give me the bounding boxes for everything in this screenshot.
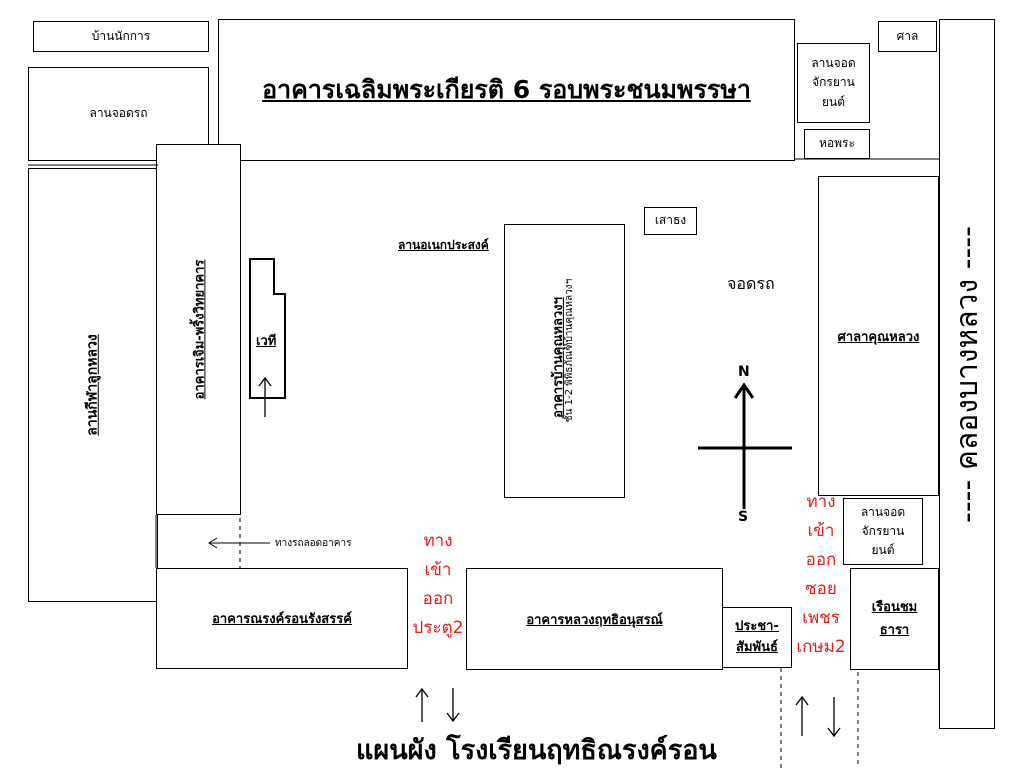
- sala-khun-luang-label: ศาลาคุณหลวง: [837, 329, 920, 345]
- ruen-chom-thara-label: เรือนชม ธารา: [871, 599, 918, 638]
- ban-nak-kan-label: บ้านนักการ: [91, 28, 151, 43]
- museum-note: ชั้น 1-2 พิพิธภัณฑ์บ้านคุณหลวงฯ: [564, 278, 576, 422]
- stage-label: เวที: [256, 334, 277, 349]
- hor-phra-label: หอพระ: [819, 136, 855, 151]
- ruen-chom-thara: เรือนชม ธารา: [850, 568, 939, 670]
- motorcycle-parking-bottom-label: ลานจอด จักรยาน ยนต์: [860, 504, 906, 558]
- flagpole: เสาธง: [644, 207, 697, 235]
- map-title: แผนผัง โรงเรียนฤทธิณรงค์รอน: [356, 735, 717, 766]
- parking-lot-left-label: ลานจอดรถ: [89, 106, 148, 121]
- main-building-label: อาคารเฉลิมพระเกียรติ 6 รอบพระชนมพรรษา: [262, 75, 751, 104]
- motorcycle-parking-top: ลานจอด จักรยาน ยนต์: [797, 43, 870, 123]
- multipurpose-label: ลานอเนกประสงค์: [398, 238, 489, 252]
- gate2-arrows-icon: [415, 687, 460, 723]
- shrine-label: ศาล: [896, 28, 919, 43]
- compass-north: N: [738, 364, 750, 380]
- parking-label: จอดรถ: [727, 274, 775, 293]
- compass-icon: [698, 382, 792, 509]
- pr-office: ประชา- สัมพันธ์: [722, 607, 792, 668]
- sports-field: ลานกีฬาลูกหลวง: [28, 168, 158, 602]
- motorcycle-parking-bottom: ลานจอด จักรยาน ยนต์: [843, 498, 923, 565]
- sala-khun-luang: ศาลาคุณหลวง: [818, 176, 939, 496]
- luang-rit-building-label: อาคารหลวงฤทธิอนุสรณ์: [526, 612, 663, 628]
- flagpole-label: เสาธง: [654, 213, 687, 228]
- luang-rit-building: อาคารหลวงฤทธิอนุสรณ์: [466, 568, 723, 670]
- pr-office-label: ประชา- สัมพันธ์: [735, 618, 779, 655]
- ban-nak-kan: บ้านนักการ: [33, 21, 209, 52]
- soi-arrows-icon: [795, 695, 841, 738]
- hor-phra: หอพระ: [804, 129, 870, 159]
- gate2-label: ทาง เข้า ออก ประตู2: [412, 531, 464, 638]
- narong-building: อาคารณรงค์รอนรังสรรค์: [156, 568, 408, 669]
- soi-gate-label: ทาง เข้า ออก ซอย เพชร เกษม2: [796, 492, 846, 657]
- ban-khun-luang-building: อาคารบ้านคุณหลวงฯ ชั้น 1-2 พิพิธภัณฑ์บ้า…: [504, 224, 625, 498]
- compass-south: S: [738, 509, 749, 525]
- motorcycle-parking-top-label: ลานจอด จักรยาน ยนต์: [811, 56, 856, 109]
- passage-label: ทางรถลอดอาคาร: [275, 538, 352, 549]
- shrine: ศาล: [878, 21, 937, 52]
- stage-outline: [249, 258, 286, 399]
- canal: ---- คลองบางหลวง ----: [939, 19, 995, 729]
- phrom-building: อาคารเจิม-พริ้งวิทยาคาร: [156, 144, 241, 515]
- main-building: อาคารเฉลิมพระเกียรติ 6 รอบพระชนมพรรษา: [218, 19, 795, 161]
- narong-building-label: อาคารณรงค์รอนรังสรรค์: [212, 612, 352, 627]
